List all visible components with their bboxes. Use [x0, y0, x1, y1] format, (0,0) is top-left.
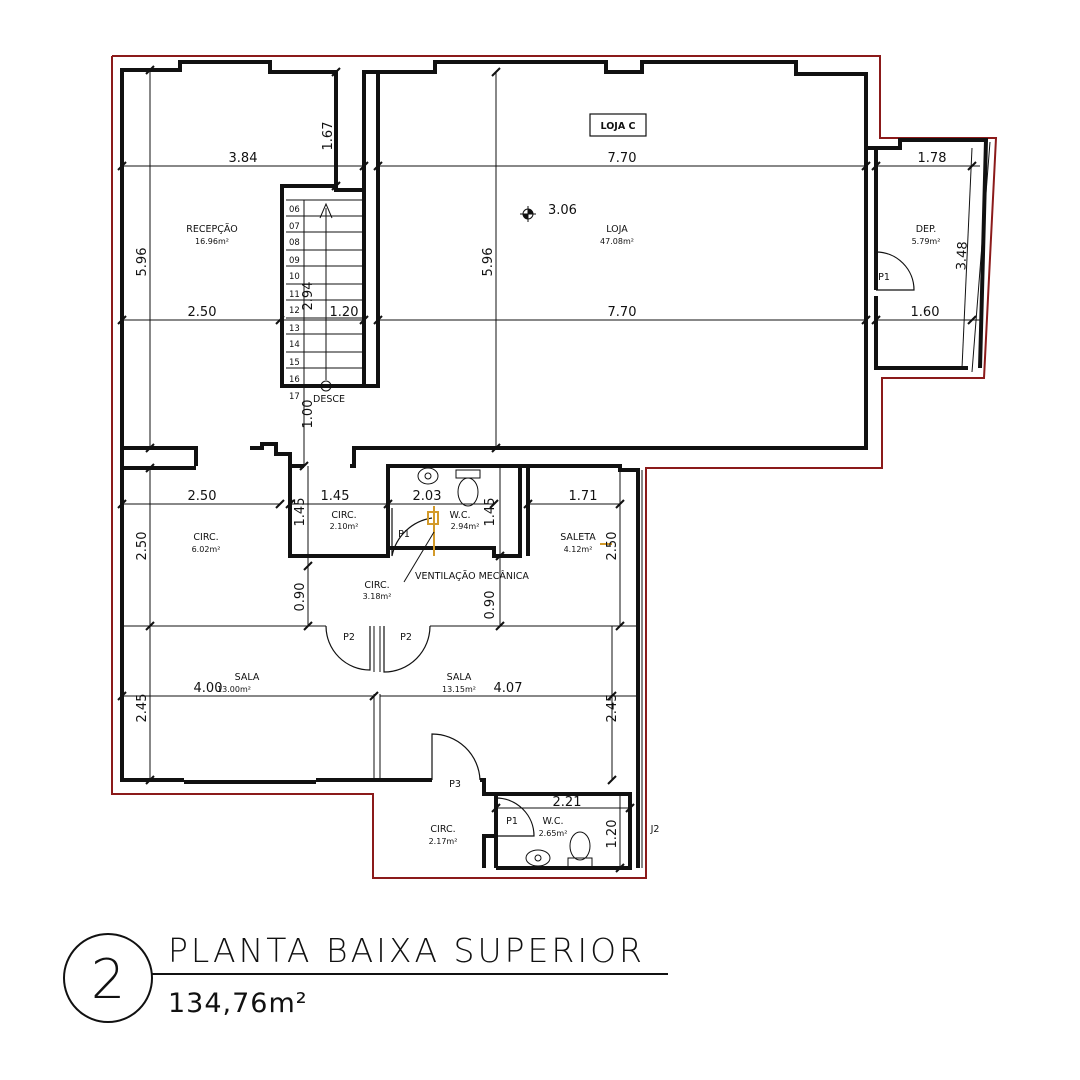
stair-step-label: 06 [289, 205, 300, 215]
dim-dep-width-bottom: 1.60 [911, 305, 940, 320]
room-area-dep: 5.79m² [912, 237, 941, 246]
room-area-circ-d: 2.17m² [429, 837, 458, 846]
stair-step-label: 13 [289, 324, 300, 334]
room-area-sala-a: 13.00m² [217, 685, 251, 694]
level-marker: 3.06 [520, 203, 577, 222]
door-labels: P1 P1 P1 P2 P2 P3 J2 [343, 272, 890, 835]
fixtures [403, 467, 612, 869]
door-label: P1 [878, 272, 890, 283]
dim-sala-a-height: 2.45 [135, 694, 150, 723]
stair-step-label: 12 [289, 306, 300, 316]
dim-circ-a-height: 2.50 [135, 532, 150, 561]
room-area-sala-b: 13.15m² [442, 685, 476, 694]
dim-recepcao-width-top: 3.84 [229, 151, 258, 166]
title-block: 2 PLANTA BAIXA SUPERIOR 134,76m² [63, 931, 668, 1023]
room-name-sala-a: SALA [235, 672, 260, 683]
stair-down-note: DESCE [313, 394, 345, 405]
stair-step-label: 09 [289, 256, 300, 266]
room-name-circ-d: CIRC. [430, 824, 455, 835]
dim-dep-height: 3.48 [954, 241, 970, 271]
door-label: P2 [400, 632, 412, 643]
walls [120, 60, 991, 870]
store-tag-label: LOJA C [601, 121, 636, 132]
door-label: J2 [650, 824, 660, 835]
dim-recepcao-top-height: 1.67 [321, 122, 336, 151]
dim-wc-b-width: 2.21 [553, 795, 582, 810]
dim-stair-length: 2.94 [301, 282, 316, 311]
dim-wc-b-height: 1.20 [605, 820, 620, 849]
dim-wc-a-width: 2.03 [413, 489, 442, 504]
store-tag: LOJA C [589, 113, 647, 137]
door-label: P2 [343, 632, 355, 643]
room-name-wc-a: W.C. [450, 510, 471, 521]
dim-circ-c-right: 0.90 [483, 591, 498, 620]
room-name-circ-b: CIRC. [331, 510, 356, 521]
dim-loja-width-mid: 7.70 [608, 305, 637, 320]
room-area-wc-b: 2.65m² [539, 829, 568, 838]
stair-step-label: 08 [289, 238, 300, 248]
dim-recepcao-width-mid: 2.50 [188, 305, 217, 320]
stair-step-label: 10 [289, 272, 300, 282]
dim-circ-b-height: 1.45 [293, 498, 308, 527]
dim-loja-height: 5.96 [481, 248, 496, 277]
room-area-circ-c: 3.18m² [363, 592, 392, 601]
drawing-area: 134,76m² [168, 988, 308, 1019]
dim-stair-width: 1.20 [330, 305, 359, 320]
room-name-circ-c: CIRC. [364, 580, 389, 591]
dim-circ-a-width: 2.50 [188, 489, 217, 504]
room-name-wc-b: W.C. [543, 816, 564, 827]
dim-sala-b-height: 2.45 [605, 694, 620, 723]
dimension-ticks [117, 65, 977, 873]
outer-boundary [111, 55, 998, 879]
room-name-sala-b: SALA [447, 672, 472, 683]
dimension-labels: 3.84 7.70 1.78 2.50 1.20 7.70 1.60 5.96 … [135, 122, 971, 849]
room-area-wc-a: 2.94m² [451, 522, 480, 531]
room-labels: RECEPÇÃO 16.96m² LOJA 47.08m² DEP. 5.79m… [186, 224, 940, 846]
door-label: P1 [398, 529, 410, 540]
stair-step-label: 14 [289, 340, 300, 350]
stair-step-label: 07 [289, 222, 300, 232]
dim-circ-c-left: 0.90 [293, 583, 308, 612]
dim-left-height: 5.96 [135, 248, 150, 277]
drawing-title: PLANTA BAIXA SUPERIOR [168, 931, 645, 970]
room-name-recepcao: RECEPÇÃO [186, 224, 237, 235]
stair: 06 07 08 09 10 11 12 13 14 15 16 17 DESC… [286, 199, 364, 405]
stair-step-label: 15 [289, 358, 300, 368]
door-label: P1 [506, 816, 518, 827]
room-name-saleta: SALETA [560, 532, 596, 543]
stair-step-label: 11 [289, 290, 300, 300]
dim-loja-width-top: 7.70 [608, 151, 637, 166]
dim-sala-b-width: 4.07 [494, 681, 523, 696]
dimension-lines [122, 70, 980, 868]
room-area-saleta: 4.12m² [564, 545, 593, 554]
room-area-circ-a: 6.02m² [192, 545, 221, 554]
stair-step-label: 17 [289, 392, 300, 402]
stair-step-label: 16 [289, 375, 300, 385]
dim-circ-b-width: 1.45 [321, 489, 350, 504]
dim-dep-width-top: 1.78 [918, 151, 947, 166]
room-area-circ-b: 2.10m² [330, 522, 359, 531]
door-label: P3 [449, 779, 461, 790]
room-area-recepcao: 16.96m² [195, 237, 229, 246]
room-name-dep: DEP. [916, 224, 937, 235]
drawing-number: 2 [91, 948, 125, 1011]
ventilation-note: VENTILAÇÃO MECÂNICA [415, 570, 529, 582]
room-name-loja: LOJA [606, 224, 628, 235]
dim-stair-landing: 1.00 [301, 400, 316, 429]
dim-wc-a-height: 1.45 [483, 498, 498, 527]
room-name-circ-a: CIRC. [193, 532, 218, 543]
level-value: 3.06 [548, 203, 577, 218]
dim-saleta-height: 2.50 [605, 532, 620, 561]
dim-sala-a-width: 4.00 [194, 681, 223, 696]
dim-saleta-width: 1.71 [569, 489, 598, 504]
doors [325, 251, 915, 837]
room-area-loja: 47.08m² [600, 237, 634, 246]
